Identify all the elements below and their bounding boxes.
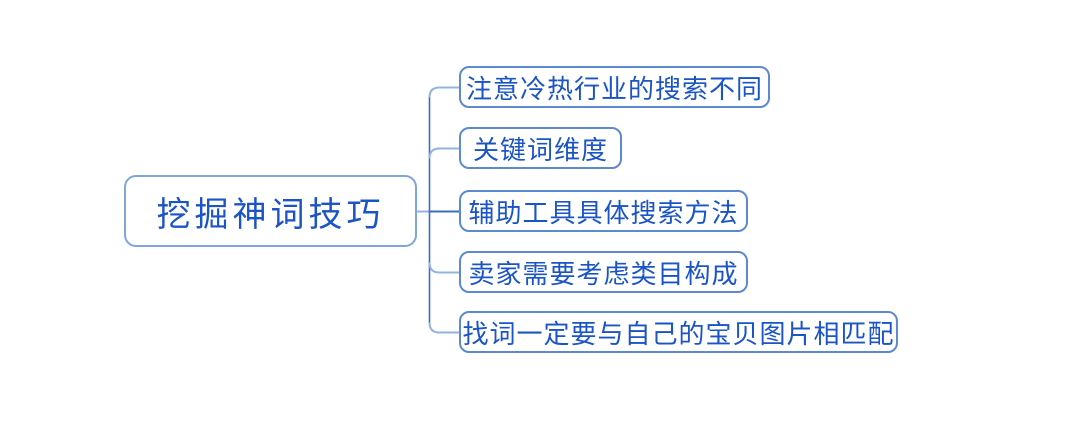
connector-branch-2 bbox=[428, 147, 459, 159]
subtopic-node-1[interactable]: 注意冷热行业的搜索不同 bbox=[459, 66, 770, 108]
subtopic-node-5[interactable]: 找词一定要与自己的宝贝图片相匹配 bbox=[459, 311, 898, 353]
root-topic-node[interactable]: 挖掘神词技巧 bbox=[124, 175, 417, 247]
root-topic-label: 挖掘神词技巧 bbox=[156, 196, 385, 234]
subtopic-node-2[interactable]: 关键词维度 bbox=[459, 127, 622, 169]
subtopic-label: 辅助工具具体搜索方法 bbox=[468, 198, 739, 228]
subtopic-label: 卖家需要考虑类目构成 bbox=[468, 259, 739, 289]
subtopic-label: 关键词维度 bbox=[472, 135, 608, 165]
connector-branch-4 bbox=[428, 262, 459, 274]
subtopic-node-4[interactable]: 卖家需要考虑类目构成 bbox=[459, 251, 748, 293]
subtopic-label: 找词一定要与自己的宝贝图片相匹配 bbox=[462, 319, 895, 349]
subtopic-node-3[interactable]: 辅助工具具体搜索方法 bbox=[459, 190, 748, 232]
connector-branch-5 bbox=[428, 322, 459, 334]
subtopic-label: 注意冷热行业的搜索不同 bbox=[465, 74, 763, 104]
connector-branch-1 bbox=[428, 86, 459, 98]
